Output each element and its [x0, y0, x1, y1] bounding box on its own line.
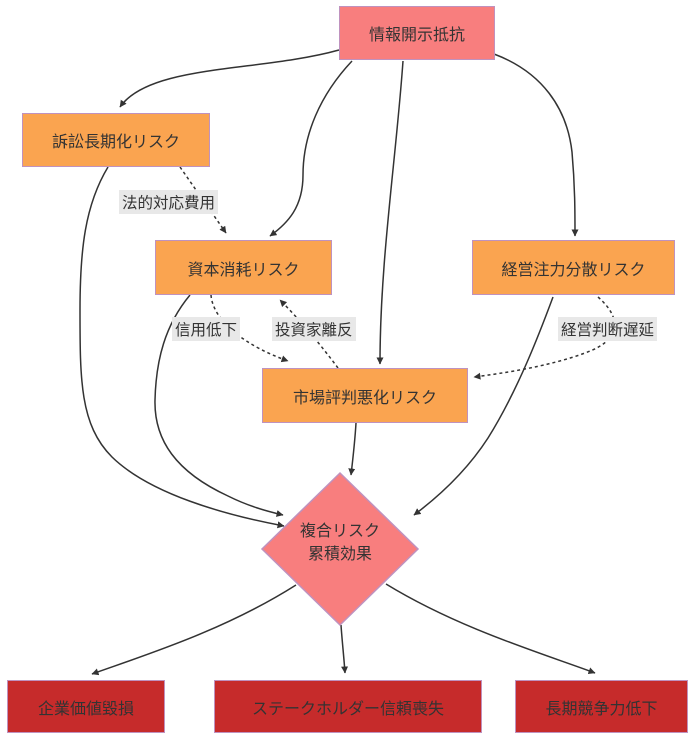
edge-fukugo-kigyo: [91, 584, 297, 676]
node-litigation-prolongation-risk: 訴訟長期化リスク: [22, 113, 210, 167]
node-market-reputation-risk: 市場評判悪化リスク: [262, 368, 468, 423]
edge-fukugo-stake: [340, 624, 349, 674]
edge-label-credit-decline: 信用低下: [172, 317, 241, 341]
edge-joho-shijo: [376, 60, 404, 365]
edge-sosho-fukugo: [79, 166, 285, 529]
edge-joho-shihon: [269, 60, 353, 237]
compound-risk-label-line1: 複合リスク: [299, 523, 380, 540]
edge-keiei-fukugo: [413, 296, 554, 516]
edge-joho-sosho: [119, 49, 340, 108]
node-capital-depletion-risk: 資本消耗リスク: [155, 240, 332, 295]
node-stakeholder-trust-loss: ステークホルダー信頼喪失: [214, 680, 482, 733]
node-litigation-prolongation-risk-label: 訴訟長期化リスク: [51, 134, 180, 151]
edge-fukugo-choki: [385, 583, 596, 675]
node-info-disclosure-resistance: 情報開示抵抗: [339, 6, 495, 60]
node-compound-risk-diamond-shape: [260, 471, 420, 627]
node-info-disclosure-resistance-label: 情報開示抵抗: [368, 27, 465, 44]
edge-shijo-fukugo: [348, 422, 357, 476]
node-stakeholder-trust-loss-label: ステークホルダー信頼喪失: [251, 700, 444, 718]
node-management-focus-dispersion-risk: 経営注力分散リスク: [472, 240, 675, 295]
node-management-focus-dispersion-risk-label: 経営注力分散リスク: [501, 261, 646, 279]
edge-label-legal-costs: 法的対応費用: [119, 190, 219, 214]
node-long-term-competitiveness-decline: 長期競争力低下: [515, 680, 688, 733]
node-long-term-competitiveness-decline-label: 長期競争力低下: [545, 700, 658, 718]
edge-keiei-shijo-dotted: [473, 296, 616, 380]
edge-label-management-decision-delay: 経営判断遅延: [558, 317, 658, 341]
node-capital-depletion-risk-label: 資本消耗リスク: [187, 261, 300, 279]
node-compound-risk-diamond-label: 複合リスク 累積効果: [270, 520, 410, 566]
edge-shihon-shijo-dotted: [210, 294, 289, 363]
edge-shijo-shihon-dotted: [279, 299, 339, 369]
edge-sosho-shihon-dotted: [179, 166, 227, 234]
edge-shihon-fukugo: [154, 294, 284, 517]
node-corporate-value-damage: 企業価値毀損: [7, 680, 165, 733]
compound-risk-label-line2: 累積効果: [307, 546, 372, 564]
edge-label-investor-defection: 投資家離反: [272, 317, 356, 341]
node-market-reputation-risk-label: 市場評判悪化リスク: [292, 389, 437, 407]
edge-joho-keiei: [493, 53, 579, 237]
node-corporate-value-damage-label: 企業価値毀損: [37, 700, 134, 718]
